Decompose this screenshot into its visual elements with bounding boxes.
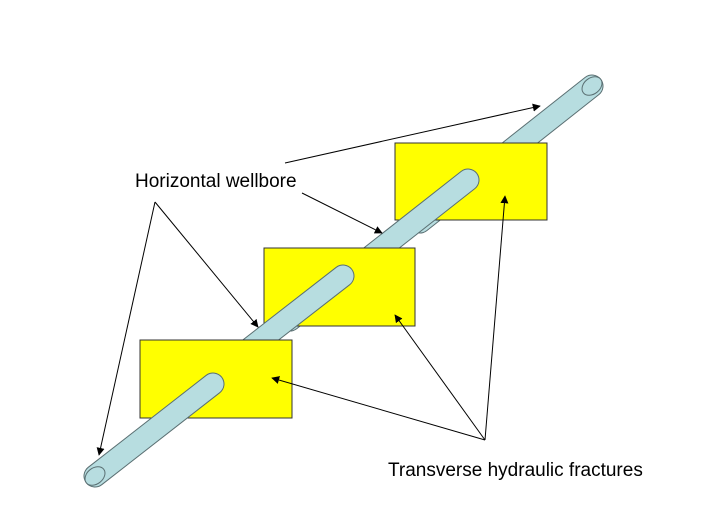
wellbore-label: Horizontal wellbore [135, 171, 297, 192]
arrow-to-pipe-bottom-end [96, 201, 156, 456]
wellbore-label-arrows [96, 103, 541, 456]
arrow-to-fracture-middle [394, 314, 486, 441]
arrow-to-pipe-lower [154, 201, 259, 328]
arrow-to-fracture-bottom [271, 376, 486, 441]
arrow-to-fracture-top [484, 195, 509, 441]
arrow-to-pipe-middle [301, 192, 383, 234]
wellbore-pipe-bottom [83, 372, 225, 488]
fracture-label-arrows [271, 195, 509, 441]
arrow-to-pipe-top-end [284, 103, 541, 164]
fractures-label: Transverse hydraulic fractures [388, 460, 643, 481]
